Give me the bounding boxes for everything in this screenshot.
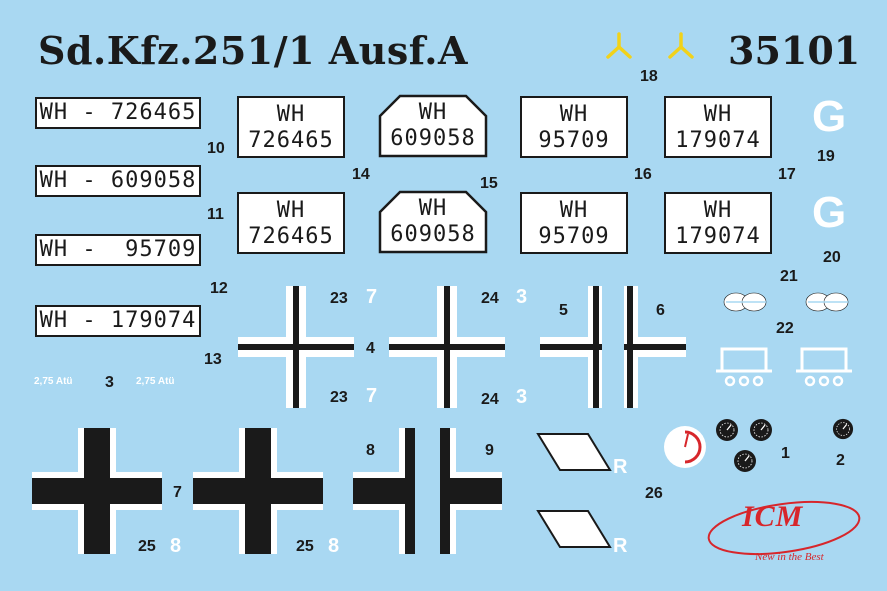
oak-leaf-icon	[805, 292, 849, 312]
label-2: 2	[836, 452, 845, 469]
plate-hex: WH 609058	[378, 94, 488, 158]
plate-long: WH - 609058	[35, 165, 201, 197]
label-14: 14	[352, 166, 370, 183]
balkenkreuz-half-icon	[540, 286, 602, 408]
balkenkreuz-icon	[238, 286, 354, 408]
label-7: 7	[173, 484, 182, 501]
white-number: 3	[516, 286, 528, 308]
gauge-icon	[716, 419, 738, 441]
plate-number: 95709	[538, 224, 610, 249]
white-number: 7	[366, 385, 378, 407]
label-20: 20	[823, 249, 841, 266]
letter-r: R	[613, 456, 628, 478]
label-18: 18	[640, 68, 658, 85]
plate-long: WH - 726465	[35, 97, 201, 129]
balkenkreuz-half-icon	[440, 428, 502, 554]
label-19: 19	[817, 148, 835, 165]
gauge-icon	[750, 419, 772, 441]
gauge-icon	[734, 450, 756, 472]
label-25: 25	[138, 538, 156, 555]
white-number: 3	[516, 386, 528, 408]
label-24: 24	[481, 391, 499, 408]
trailer-icon	[716, 347, 772, 387]
label-23: 23	[330, 389, 348, 406]
plate-square: WH 726465	[237, 96, 345, 158]
label-26: 26	[645, 485, 663, 502]
trident-icon	[668, 32, 694, 59]
plate-number: 609058	[390, 126, 476, 151]
plate-square: WH 95709	[520, 96, 628, 158]
label-8: 8	[366, 442, 375, 459]
label-12: 12	[210, 280, 228, 297]
plate-number: 95709	[538, 128, 610, 153]
plate-prefix: WH	[276, 198, 306, 223]
balkenkreuz-half-icon	[353, 428, 415, 554]
label-22: 22	[776, 320, 794, 337]
plate-long: WH - 95709	[35, 234, 201, 266]
rhombus-icon	[536, 433, 612, 471]
brand-slogan: New in the Best	[755, 551, 824, 563]
oak-leaf-icon	[723, 292, 767, 312]
rhombus-icon	[536, 510, 612, 548]
plate-square: WH 179074	[664, 192, 772, 254]
label-21: 21	[780, 268, 798, 285]
trident-icon	[606, 32, 632, 59]
balkenkreuz-icon	[389, 286, 505, 408]
trailer-icon	[796, 347, 852, 387]
label-11: 11	[207, 206, 224, 223]
plate-prefix: WH	[418, 100, 448, 125]
label-4: 4	[366, 340, 375, 357]
label-5: 5	[559, 302, 568, 319]
plate-number: 179074	[675, 224, 761, 249]
brand-logo: ICM	[742, 500, 804, 533]
white-number: 8	[328, 535, 340, 557]
plate-prefix: WH	[703, 198, 733, 223]
plate-hex: WH 609058	[378, 190, 488, 254]
tachometer-icon	[664, 426, 706, 468]
plate-number: 179074	[675, 128, 761, 153]
brand-swoosh-icon	[707, 500, 861, 556]
plate-number: 609058	[390, 222, 476, 247]
letter-g: G	[812, 92, 847, 141]
plate-square: WH 95709	[520, 192, 628, 254]
plate-number: 726465	[248, 128, 334, 153]
tyre-pressure: 2,75 Atü	[136, 376, 175, 387]
plate-prefix: WH	[276, 102, 306, 127]
letter-g: G	[812, 188, 847, 237]
label-1: 1	[781, 445, 790, 462]
balkenkreuz-half-icon	[624, 286, 686, 408]
letter-r: R	[613, 535, 628, 557]
plate-prefix: WH	[559, 198, 589, 223]
label-9: 9	[485, 442, 494, 459]
white-number: 8	[170, 535, 182, 557]
tyre-pressure: 2,75 Atü	[34, 376, 73, 387]
balkenkreuz-icon	[193, 428, 323, 554]
plate-square: WH 179074	[664, 96, 772, 158]
label-6: 6	[656, 302, 665, 319]
label-15: 15	[480, 175, 498, 192]
plate-prefix: WH	[418, 196, 448, 221]
plate-prefix: WH	[559, 102, 589, 127]
label-25: 25	[296, 538, 314, 555]
plate-number: 726465	[248, 224, 334, 249]
label-3: 3	[105, 374, 114, 391]
label-13: 13	[204, 351, 222, 368]
label-17: 17	[778, 166, 796, 183]
balkenkreuz-icon	[32, 428, 162, 554]
kit-number: 35101	[728, 28, 861, 73]
plate-prefix: WH	[703, 102, 733, 127]
label-10: 10	[207, 140, 225, 157]
page-title: Sd.Kfz.251/1 Ausf.A	[38, 28, 469, 73]
label-16: 16	[634, 166, 652, 183]
plate-long: WH - 179074	[35, 305, 201, 337]
label-23: 23	[330, 290, 348, 307]
plate-square: WH 726465	[237, 192, 345, 254]
gauge-icon	[832, 418, 854, 440]
white-number: 7	[366, 286, 378, 308]
label-24: 24	[481, 290, 499, 307]
